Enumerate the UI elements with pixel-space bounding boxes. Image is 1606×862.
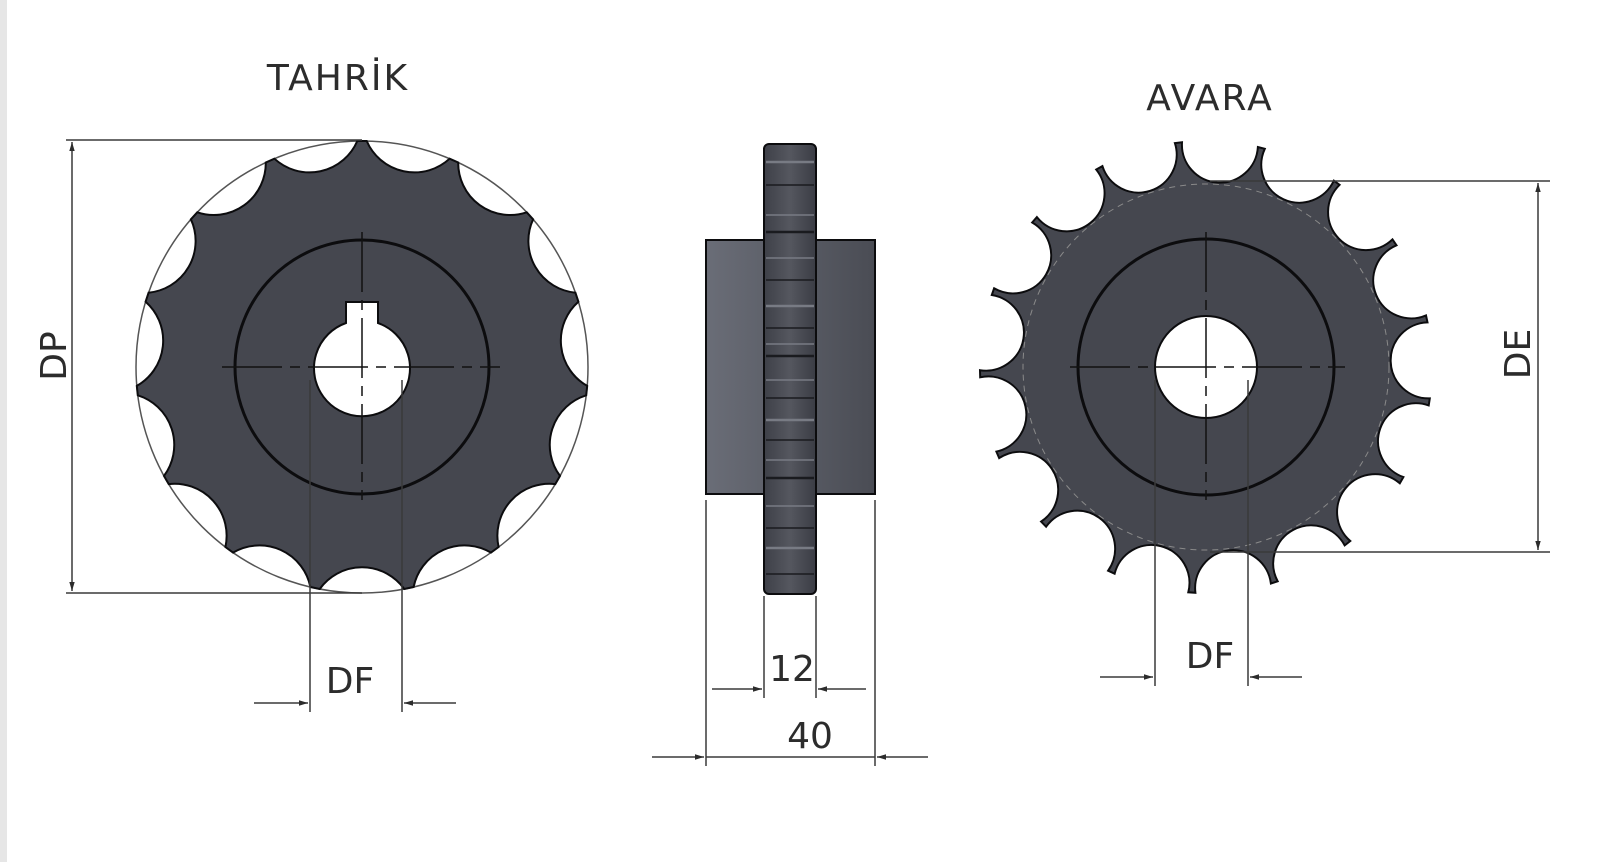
dim40-label: 40 xyxy=(787,716,833,757)
de-label: DE xyxy=(1498,329,1539,379)
drive-sprocket-title: TAHRİK xyxy=(266,57,409,99)
idler-sprocket-view: AVARA DE DF xyxy=(978,78,1550,686)
side-teeth-plate xyxy=(763,143,817,595)
idler-sprocket-title: AVARA xyxy=(1146,78,1273,119)
side-view: 12 40 xyxy=(652,143,928,766)
left-window-edge xyxy=(0,0,7,862)
idler-df-label: DF xyxy=(1186,636,1234,677)
drive-df-label: DF xyxy=(326,661,374,702)
side-tooth-bands xyxy=(766,160,814,575)
idler-pitch-circle xyxy=(1022,183,1390,551)
drive-sprocket-view: TAHRİK DP DF xyxy=(34,57,589,712)
dim12-label: 12 xyxy=(769,649,815,690)
dp-label: DP xyxy=(34,331,75,380)
